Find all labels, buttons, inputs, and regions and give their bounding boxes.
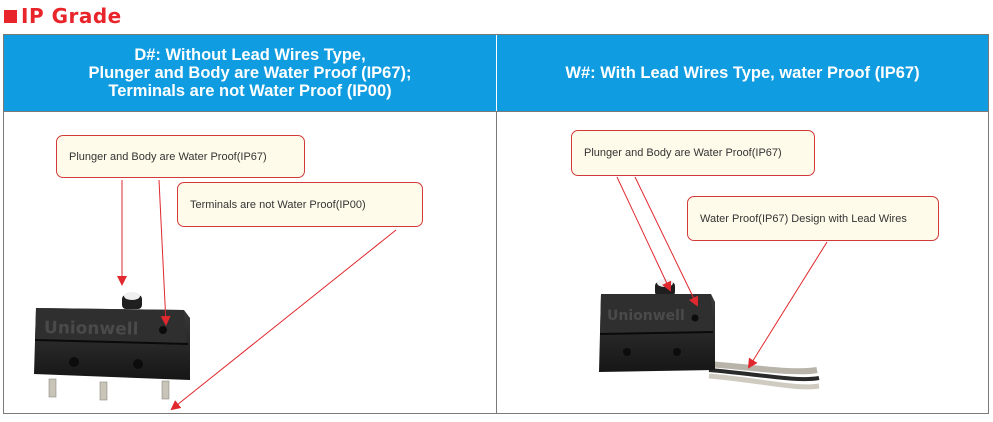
callout-text: Plunger and Body are Water Proof(IP67) <box>584 147 782 159</box>
header-line: Plunger and Body are Water Proof (IP67); <box>88 64 412 82</box>
callout-plunger-body-waterproof: Plunger and Body are Water Proof(IP67) <box>56 135 305 178</box>
cell-without-lead-wires: Unionwell Plunger and Body are Water Pro… <box>4 111 497 413</box>
callout-text: Water Proof(IP67) Design with Lead Wires <box>700 212 907 225</box>
brand-label: Unionwell <box>44 318 139 340</box>
callout-text: Plunger and Body are Water Proof(IP67) <box>69 150 267 163</box>
header-with-lead-wires: W#: With Lead Wires Type, water Proof (I… <box>497 35 988 111</box>
header-without-lead-wires: D#: Without Lead Wires Type, Plunger and… <box>4 35 497 111</box>
callout-plunger-body-waterproof: Plunger and Body are Water Proof(IP67) <box>571 130 815 176</box>
switch-illustration-with-leads: Unionwell <box>599 176 828 390</box>
header-line: W#: With Lead Wires Type, water Proof (I… <box>565 64 920 82</box>
header-line: Terminals are not Water Proof (IP00) <box>108 82 392 100</box>
cell-with-lead-wires: Unionwell Plunger and Body are Water Pro… <box>497 111 988 413</box>
switch-illustration-no-leads: Unionwell <box>34 179 397 411</box>
section-title-text: IP Grade <box>21 4 122 28</box>
callout-lead-wires-waterproof: Water Proof(IP67) Design with Lead Wires <box>687 196 939 241</box>
ip-grade-table: D#: Without Lead Wires Type, Plunger and… <box>3 34 989 414</box>
callout-text: Terminals are not Water Proof(IP00) <box>190 198 366 211</box>
callout-terminals-not-waterproof: Terminals are not Water Proof(IP00) <box>177 182 423 227</box>
header-line: D#: Without Lead Wires Type, <box>134 46 366 64</box>
title-marker-icon <box>4 9 17 23</box>
brand-label: Unionwell <box>607 308 685 324</box>
section-title: IP Grade <box>4 3 122 29</box>
